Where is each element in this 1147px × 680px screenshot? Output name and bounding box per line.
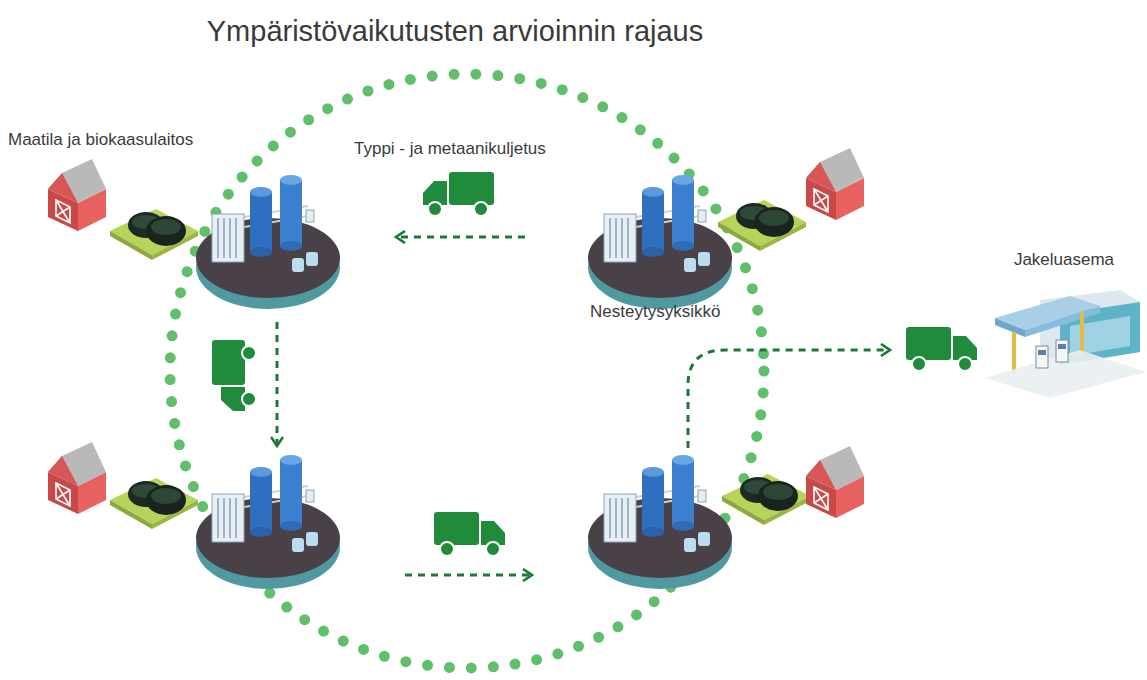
truck-icon — [423, 172, 494, 216]
liquefaction-unit — [588, 175, 732, 309]
node-box: Nesteytysyksikkö — [525, 152, 760, 322]
transport-arrow — [276, 322, 279, 446]
boundary-circle — [170, 74, 764, 668]
transport-arrow — [405, 574, 532, 577]
liquefaction-unit — [196, 455, 340, 589]
edge-label-wrap: Typpi - ja metaanikuljetus — [354, 139, 546, 159]
edge-label: Typpi - ja metaanikuljetus — [354, 139, 546, 158]
node-box: Jakeluasema — [985, 250, 1143, 390]
farm-bottom-left — [48, 442, 198, 529]
transport-arrow — [396, 236, 525, 239]
node-label: Nesteytysyksikkö — [590, 302, 720, 322]
truck-icon — [906, 327, 977, 371]
farm-top-right — [718, 148, 864, 251]
truck-icon — [434, 512, 505, 556]
node-label: Maatila ja biokaasulaitos — [8, 130, 193, 150]
node-box: Maatila ja biokaasulaitos — [8, 130, 396, 344]
farm-bottom-right — [722, 446, 864, 525]
liquefaction-unit — [588, 455, 732, 589]
transport-arrow — [688, 350, 890, 448]
diagram-title: Ympäristövaikutusten arvioinnin rajaus — [207, 15, 703, 47]
liquefaction-unit — [196, 175, 340, 309]
node-label: Jakeluasema — [1014, 250, 1114, 270]
title-wrap: Ympäristövaikutusten arvioinnin rajaus — [0, 14, 910, 49]
truck-icon — [212, 340, 256, 411]
farm-top-left — [48, 159, 198, 260]
station-illustration — [985, 290, 1146, 398]
